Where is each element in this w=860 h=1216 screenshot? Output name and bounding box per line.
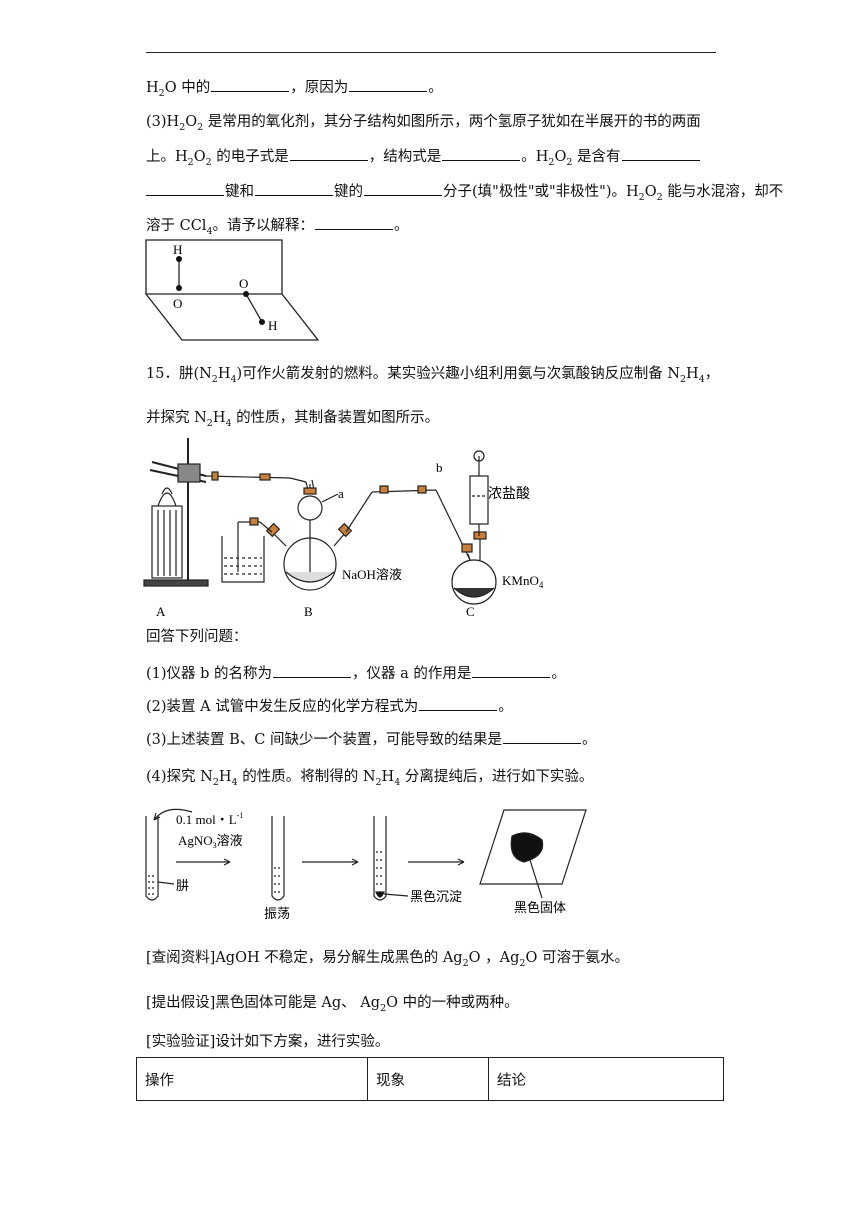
label-a: a: [338, 486, 344, 501]
label-hydrazine: 肼: [176, 879, 189, 894]
answer-blank[interactable]: [255, 181, 333, 196]
atom-o2: O: [239, 276, 248, 291]
experiment-table: 操作 现象 结论: [136, 1057, 724, 1101]
answer-blank[interactable]: [314, 215, 393, 230]
answer-blank[interactable]: [503, 729, 582, 744]
verification-line: [实验验证]设计如下方案，进行实验。: [146, 1034, 390, 1050]
atom-h2: H: [268, 318, 277, 333]
sub-question-4: (4)探究 N2H4 的性质。将制得的 N2H4 分离提纯后，进行如下实验。: [146, 769, 594, 788]
answer-blank[interactable]: [349, 77, 428, 92]
answer-blank[interactable]: [472, 663, 551, 678]
text-line-4: 键和键的分子(填"极性"或"非极性")。H2O2 能与水混溶，却不: [146, 180, 783, 203]
top-rule: [146, 52, 716, 53]
answer-blank[interactable]: [289, 146, 368, 161]
label-conc: 0.1 mol・L-1: [176, 811, 243, 827]
answer-blank[interactable]: [442, 146, 521, 161]
sub-question-1: (1)仪器 b 的名称为，仪器 a 的作用是。: [146, 662, 566, 683]
atom-o1: O: [173, 296, 182, 311]
answer-blank[interactable]: [146, 181, 224, 196]
label-B: B: [304, 604, 313, 619]
hypothesis-line: [提出假设]黑色固体可能是 Ag、 Ag2O 中的一种或两种。: [146, 995, 519, 1014]
answer-blank[interactable]: [273, 663, 352, 678]
table-header-operation: 操作: [136, 1057, 368, 1101]
experiment-figure: 0.1 mol・L-1 AgNO3溶液 肼 振荡 黑色沉淀 黑色固体: [145, 808, 587, 922]
atom-h1: H: [173, 242, 182, 257]
label-shake: 振荡: [264, 907, 290, 922]
answer-prompt: 回答下列问题：: [146, 629, 248, 645]
label-C: C: [466, 604, 475, 619]
sub-question-3: (3)上述装置 B、C 间缺少一个装置，可能导致的结果是。: [146, 728, 597, 749]
label-A: A: [156, 604, 166, 619]
answer-blank[interactable]: [621, 146, 700, 161]
question-15-line-2: 并探究 N2H4 的性质，其制备装置如图所示。: [146, 410, 440, 429]
label-b: b: [436, 460, 443, 475]
answer-blank[interactable]: [364, 181, 442, 196]
label-naoh: NaOH溶液: [342, 567, 402, 582]
table-header-phenomenon: 现象: [367, 1057, 489, 1101]
text-line-5: 溶于 CCl4。请予以解释：。: [146, 214, 408, 237]
table-row: 操作 现象 结论: [136, 1057, 724, 1101]
label-black-solid: 黑色固体: [514, 900, 566, 916]
apparatus-figure: 浓盐酸 b a NaOH溶液 KMnO4 A B C: [143, 438, 544, 619]
table-header-conclusion: 结论: [488, 1057, 724, 1101]
sub-question-2: (2)装置 A 试管中发生反应的化学方程式为。: [146, 695, 513, 716]
text-line-1: H2O 中的，原因为。: [146, 76, 443, 99]
label-black-precipitate: 黑色沉淀: [410, 889, 462, 905]
label-agno3: AgNO3溶液: [178, 833, 243, 850]
text-line-3: 上。H2O2 的电子式是，结构式是。H2O2 是含有: [146, 145, 701, 168]
answer-blank[interactable]: [211, 77, 290, 92]
info-line: [查阅资料]AgOH 不稳定，易分解生成黑色的 Ag2O ，Ag2O 可溶于氨水…: [146, 950, 629, 969]
h2o2-structure-figure: H O O H: [144, 239, 320, 341]
label-conc-hcl: 浓盐酸: [488, 486, 530, 502]
question-15-line-1: 15．肼(N2H4)可作火箭发射的燃料。某实验兴趣小组利用氨与次氯酸钠反应制备 …: [146, 366, 720, 385]
text-line-2: (3)H2O2 是常用的氧化剂，其分子结构如图所示，两个氢原子犹如在半展开的书的…: [146, 114, 701, 133]
label-kmno4: KMnO4: [502, 573, 544, 590]
answer-blank[interactable]: [419, 696, 498, 711]
